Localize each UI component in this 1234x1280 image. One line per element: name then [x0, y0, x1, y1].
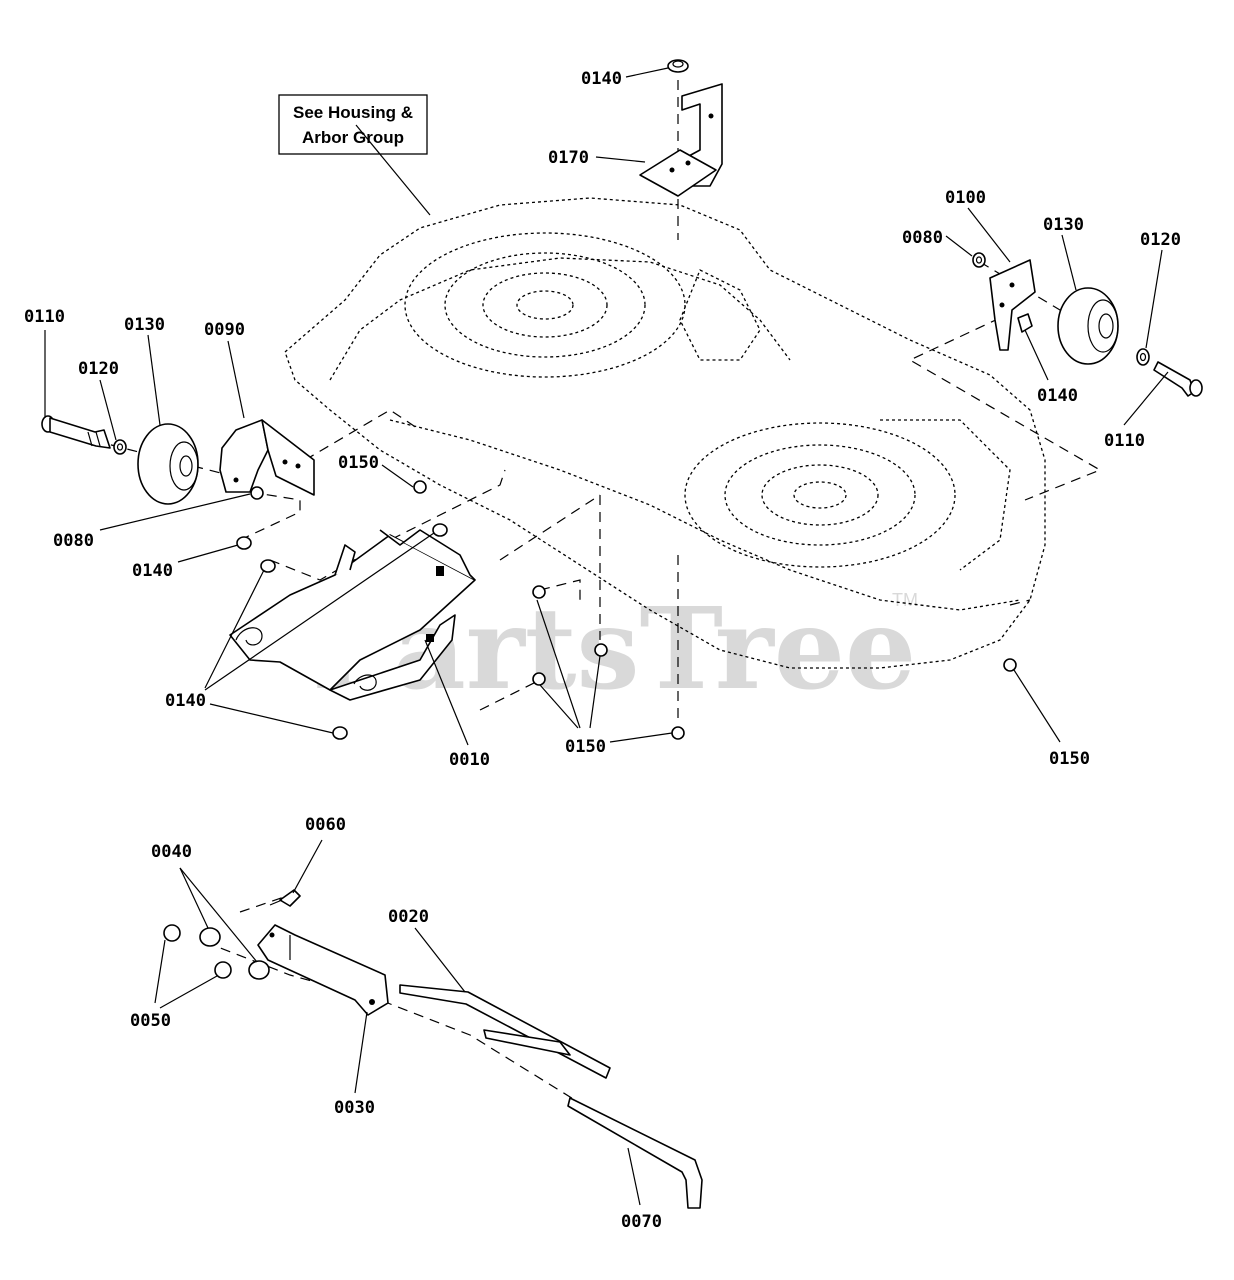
lift-rods-0020	[399, 984, 611, 1079]
cotter-pin-0060	[269, 889, 301, 907]
watermark-trademark: TM	[892, 590, 918, 610]
callout-0130-left: 0130	[124, 315, 165, 335]
flange-nuts-0140-baffle	[236, 523, 448, 740]
callout-0020: 0020	[388, 907, 429, 927]
callout-0040: 0040	[151, 842, 192, 862]
callout-0050: 0050	[130, 1011, 171, 1031]
callout-0010: 0010	[449, 750, 490, 770]
nuts-0050	[163, 924, 232, 979]
gauge-wheel-0130-right	[1057, 287, 1119, 365]
callout-0170: 0170	[548, 148, 589, 168]
callout-0140-right: 0140	[1037, 386, 1078, 406]
callout-0150-right: 0150	[1049, 749, 1090, 769]
bracket-0090	[219, 419, 315, 496]
carriage-bolts-0150	[413, 480, 1017, 740]
callout-0120-left: 0120	[78, 359, 119, 379]
part-callouts: 0140 0170 0100 0080 0130 0120 0140 0110 …	[24, 69, 1181, 1232]
callout-0110-left: 0110	[24, 307, 65, 327]
leader-lines	[44, 67, 1169, 1206]
callout-0090: 0090	[204, 320, 245, 340]
reference-note-line-2: Arbor Group	[302, 128, 404, 147]
callout-0150-upper: 0150	[338, 453, 379, 473]
reference-note: See Housing & Arbor Group	[278, 94, 428, 155]
mower-deck-housing	[284, 197, 1046, 669]
callout-0060: 0060	[305, 815, 346, 835]
flange-nut-0140-right	[1017, 313, 1033, 333]
shoulder-bolt-0110-left	[41, 415, 111, 449]
lift-handle-0070	[567, 1097, 703, 1209]
callout-0150-lower: 0150	[565, 737, 606, 757]
callout-0080-left: 0080	[53, 531, 94, 551]
bushings-0040	[199, 927, 270, 980]
callout-0140-left: 0140	[132, 561, 173, 581]
washer-0120-left	[113, 439, 127, 455]
callout-0070: 0070	[621, 1212, 662, 1232]
callout-0110-right: 0110	[1104, 431, 1145, 451]
flange-nut-0140-top	[667, 59, 689, 73]
bracket-0100	[989, 259, 1036, 351]
bracket-0170	[639, 83, 723, 197]
gauge-wheel-0130-left	[137, 423, 199, 505]
callout-0140-top: 0140	[581, 69, 622, 89]
callout-0140-baffle: 0140	[165, 691, 206, 711]
callout-0080-right: 0080	[902, 228, 943, 248]
callout-0100: 0100	[945, 188, 986, 208]
callout-0120-right: 0120	[1140, 230, 1181, 250]
washer-0120-right	[1136, 348, 1150, 366]
callout-0130-right: 0130	[1043, 215, 1084, 235]
baffle-0010	[229, 529, 476, 701]
shoulder-bolt-0110-right	[1153, 361, 1203, 397]
callout-0030: 0030	[334, 1098, 375, 1118]
lift-arm-0030	[257, 924, 389, 1016]
washer-0080-right	[972, 252, 986, 268]
washer-0080-left	[250, 486, 264, 500]
reference-note-line-1: See Housing &	[293, 103, 413, 122]
